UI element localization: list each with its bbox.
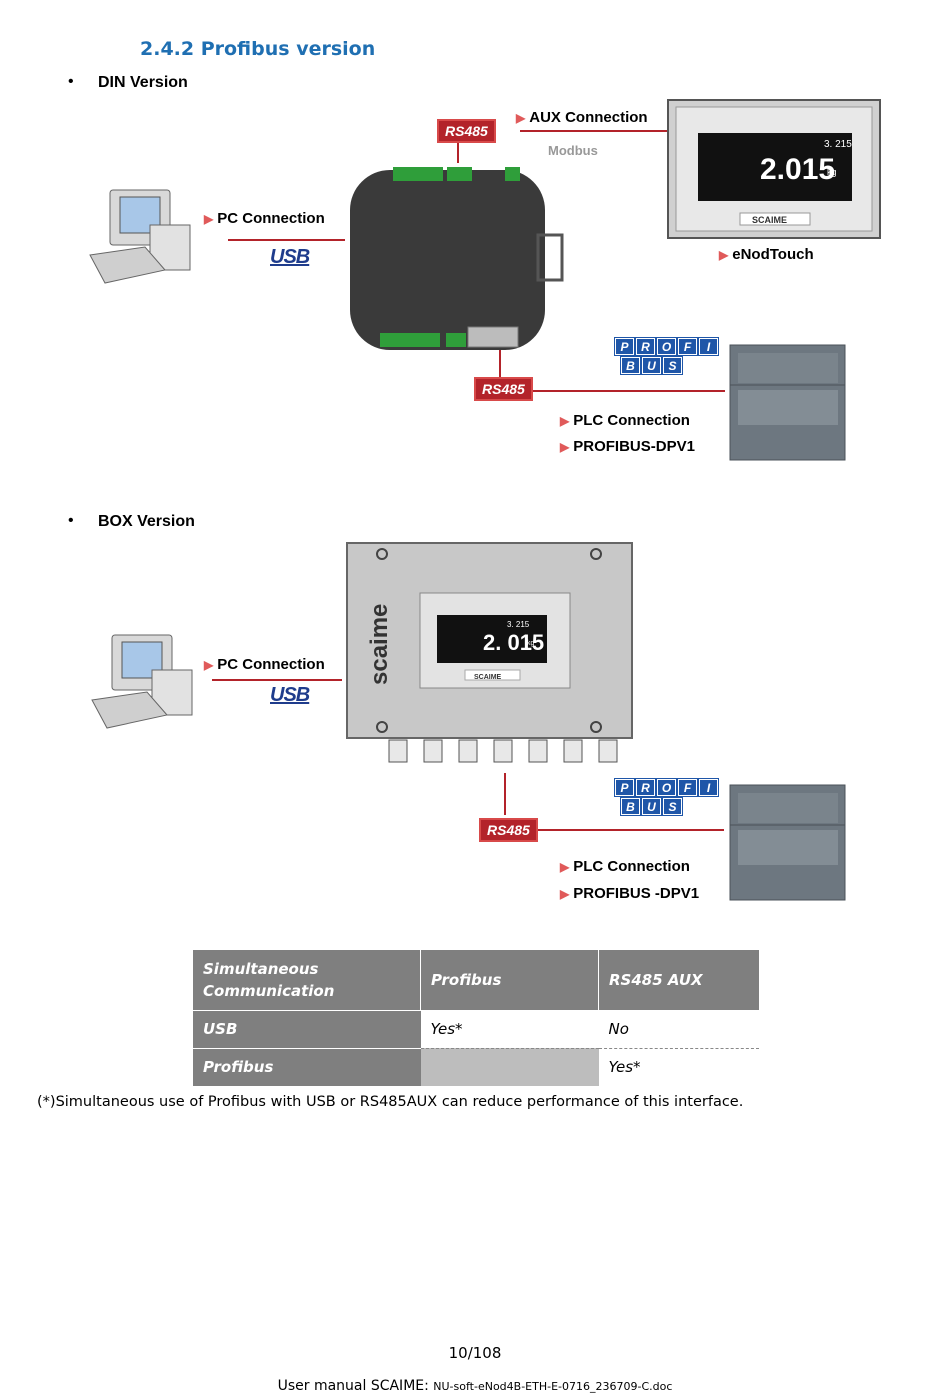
footnote: (*)Simultaneous use of Profibus with USB… [37,1094,744,1110]
usb-logo: USB [270,246,310,268]
box-rs485-tag: RS485 [479,818,538,842]
table-row: Profibus Yes* [193,1047,759,1086]
box-enclosure-icon: 2. 015 3. 215 kg SCAIME scaime [346,542,633,763]
rs485-top-tag: RS485 [437,119,496,143]
plc-connection-label: ▶PLC Connection [560,412,690,429]
rs485-bottom-tag: RS485 [474,377,533,401]
din-version-label: DIN Version [98,74,188,91]
enodtouch-panel-icon: 2.015 3. 215 kg SCAIME [667,99,881,239]
modbus-label: Modbus [548,143,598,158]
aux-connection-label: ▶AUX Connection [516,109,648,126]
svg-text:SCAIME: SCAIME [474,674,502,681]
svg-text:kg: kg [527,640,535,647]
din-display-value: 2.015 [760,153,835,186]
table-header-cell: Simultaneous Communication [193,950,421,1010]
table-header-cell: Profibus [420,950,599,1010]
section-heading: 2.4.2 Profibus version [140,38,376,60]
plc-device-icon [729,344,846,461]
table-row: USB Yes* No [193,1009,759,1049]
din-diagram: 2.015 3. 215 kg SCAIME [89,99,881,461]
simultaneous-communication-table: Simultaneous Communication Profibus RS48… [193,950,759,1086]
box-plc-connection-label: ▶PLC Connection [560,858,690,875]
box-profibus-dpv1-label: ▶PROFIBUS -DPV1 [560,885,700,902]
table-cell: Yes* [420,1010,599,1049]
profibus-dpv1-label: ▶PROFIBUS-DPV1 [560,438,695,455]
pc-computer-icon-box [91,634,193,729]
pc-computer-icon [89,189,191,284]
table-header-row: Simultaneous Communication Profibus RS48… [193,950,759,1010]
table-cell: No [598,1010,759,1049]
box-pc-connection-label: ▶PC Connection [204,656,325,673]
svg-text:kg: kg [827,167,837,177]
box-diagram: 2. 015 3. 215 kg SCAIME scaime [91,542,846,901]
pc-connection-label: ▶PC Connection [204,210,325,227]
table-header-cell: RS485 AUX [598,950,759,1010]
din-device-icon [350,167,564,350]
page-footer: User manual SCAIME: NU-soft-eNod4B-ETH-E… [277,1378,673,1394]
svg-text:2. 015: 2. 015 [483,630,544,655]
svg-text:scaime: scaime [366,604,393,685]
table-row-label: USB [193,1009,421,1048]
svg-text:SCAIME: SCAIME [752,215,787,225]
box-usb-logo: USB [270,684,310,706]
table-cell-shaded [420,1048,599,1086]
table-row-label: Profibus [193,1047,421,1086]
enodtouch-label: ▶eNodTouch [719,246,814,263]
din-version-bullet: • DIN Version [68,73,188,91]
box-version-label: BOX Version [98,513,195,530]
page-number: 10/108 [448,1344,502,1362]
svg-text:3. 215: 3. 215 [507,620,530,629]
svg-text:3. 215: 3. 215 [824,139,852,150]
box-version-bullet: • BOX Version [68,512,195,530]
plc-device-icon-box [729,784,846,901]
table-cell: Yes* [598,1048,759,1086]
